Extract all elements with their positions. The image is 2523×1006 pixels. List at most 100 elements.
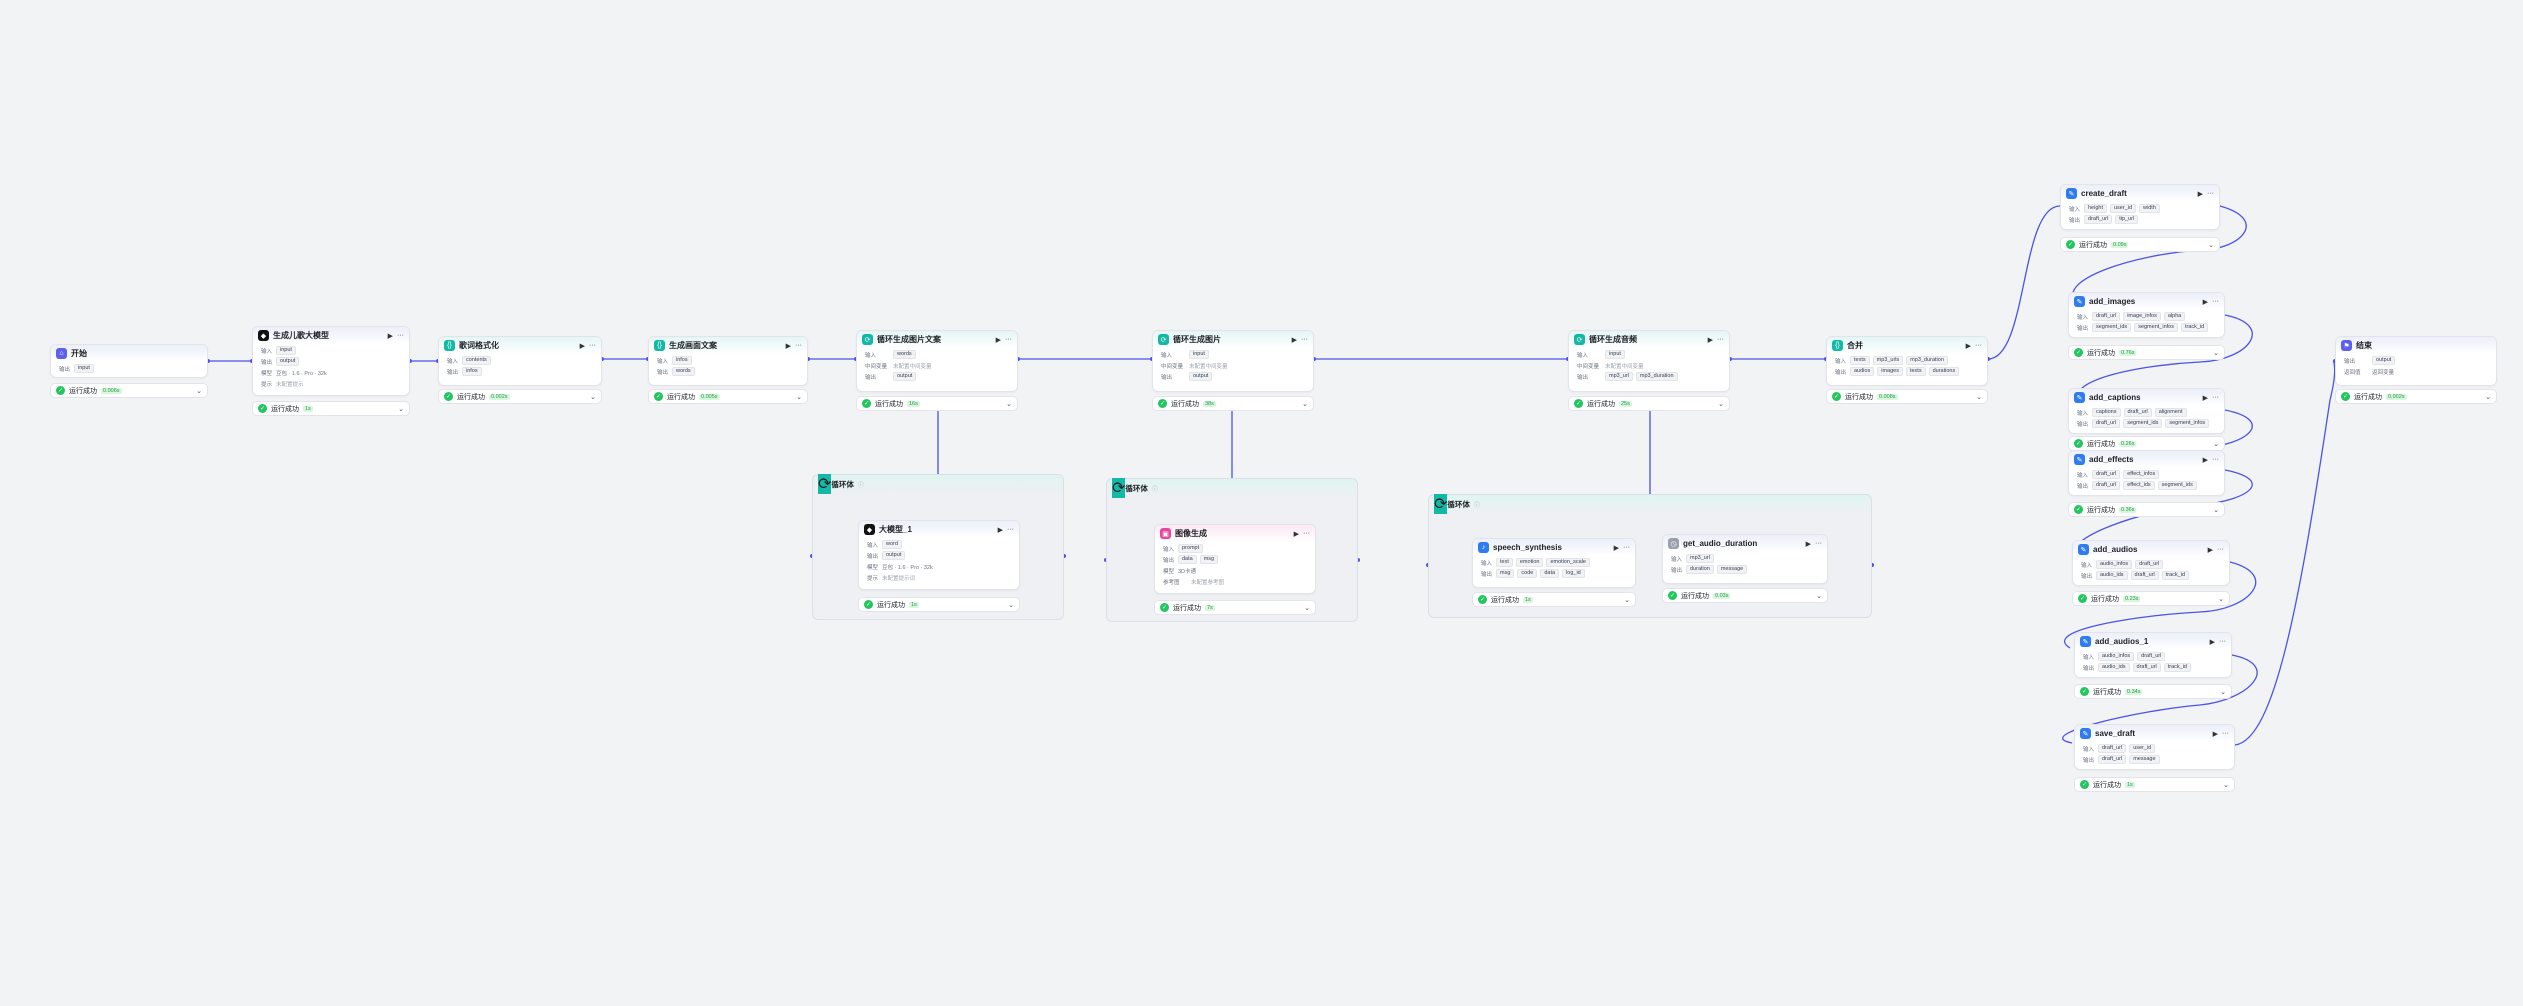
play-icon[interactable]: ▶ [995, 336, 1001, 344]
more-icon[interactable]: ··· [1005, 336, 1012, 343]
loop-icon: ⟳ [1158, 334, 1169, 345]
more-icon[interactable]: ··· [1303, 530, 1310, 537]
chevron-down-icon[interactable]: ⌄ [1624, 596, 1630, 604]
play-icon[interactable]: ▶ [2209, 638, 2215, 646]
chevron-down-icon[interactable]: ⌄ [1304, 604, 1310, 612]
more-icon[interactable]: ··· [2212, 394, 2219, 401]
chevron-down-icon[interactable]: ⌄ [1302, 400, 1308, 408]
play-icon[interactable]: ▶ [1293, 530, 1299, 538]
chevron-down-icon[interactable]: ⌄ [1976, 393, 1982, 401]
chevron-down-icon[interactable]: ⌄ [1718, 400, 1724, 408]
play-icon[interactable]: ▶ [2207, 546, 2213, 554]
chevron-down-icon[interactable]: ⌄ [2485, 393, 2491, 401]
chevron-down-icon[interactable]: ⌄ [1816, 592, 1822, 600]
play-icon[interactable]: ▶ [2202, 298, 2208, 306]
play-icon[interactable]: ▶ [1805, 540, 1811, 548]
more-icon[interactable]: ··· [2212, 298, 2219, 305]
chevron-down-icon[interactable]: ⌄ [2213, 506, 2219, 514]
chevron-down-icon[interactable]: ⌄ [590, 393, 596, 401]
more-icon[interactable]: ··· [2219, 638, 2226, 645]
more-icon[interactable]: ··· [2222, 730, 2229, 737]
more-icon[interactable]: ··· [1301, 336, 1308, 343]
chevron-down-icon[interactable]: ⌄ [1006, 400, 1012, 408]
chevron-down-icon[interactable]: ⌄ [796, 393, 802, 401]
chevron-down-icon[interactable]: ⌄ [2208, 241, 2214, 249]
chevron-down-icon[interactable]: ⌄ [2220, 688, 2226, 696]
more-icon[interactable]: ··· [1717, 336, 1724, 343]
play-icon[interactable]: ▶ [2197, 190, 2203, 198]
play-icon[interactable]: ▶ [1613, 544, 1619, 552]
play-icon[interactable]: ▶ [1291, 336, 1297, 344]
chevron-down-icon[interactable]: ⌄ [2218, 595, 2224, 603]
more-icon[interactable]: ··· [589, 342, 596, 349]
play-icon[interactable]: ▶ [579, 342, 585, 350]
input-label: 输入 [1577, 352, 1589, 359]
chevron-down-icon[interactable]: ⌄ [398, 405, 404, 413]
chevron-down-icon[interactable]: ⌄ [2213, 349, 2219, 357]
play-icon[interactable]: ▶ [1707, 336, 1713, 344]
more-icon[interactable]: ··· [1815, 540, 1822, 547]
play-icon[interactable]: ▶ [2202, 394, 2208, 402]
chevron-down-icon[interactable]: ⌄ [196, 387, 202, 395]
more-icon[interactable]: ··· [2217, 546, 2224, 553]
chevron-down-icon[interactable]: ⌄ [1008, 601, 1014, 609]
more-icon[interactable]: ··· [1007, 526, 1014, 533]
more-icon[interactable]: ··· [795, 342, 802, 349]
play-icon[interactable]: ▶ [387, 332, 393, 340]
more-icon[interactable]: ··· [1975, 342, 1982, 349]
var-tag: track_id [2163, 663, 2191, 672]
more-icon[interactable]: ··· [1623, 544, 1630, 551]
chevron-down-icon[interactable]: ⌄ [2213, 440, 2219, 448]
play-icon[interactable]: ▶ [1965, 342, 1971, 350]
play-icon[interactable]: ▶ [2212, 730, 2218, 738]
more-icon[interactable]: ··· [2207, 190, 2214, 197]
chevron-down-icon[interactable]: ⌄ [2223, 781, 2229, 789]
play-icon[interactable]: ▶ [785, 342, 791, 350]
more-icon[interactable]: ··· [2212, 456, 2219, 463]
more-icon[interactable]: ··· [397, 332, 404, 339]
play-icon[interactable]: ▶ [2202, 456, 2208, 464]
play-icon[interactable]: ▶ [997, 526, 1003, 534]
